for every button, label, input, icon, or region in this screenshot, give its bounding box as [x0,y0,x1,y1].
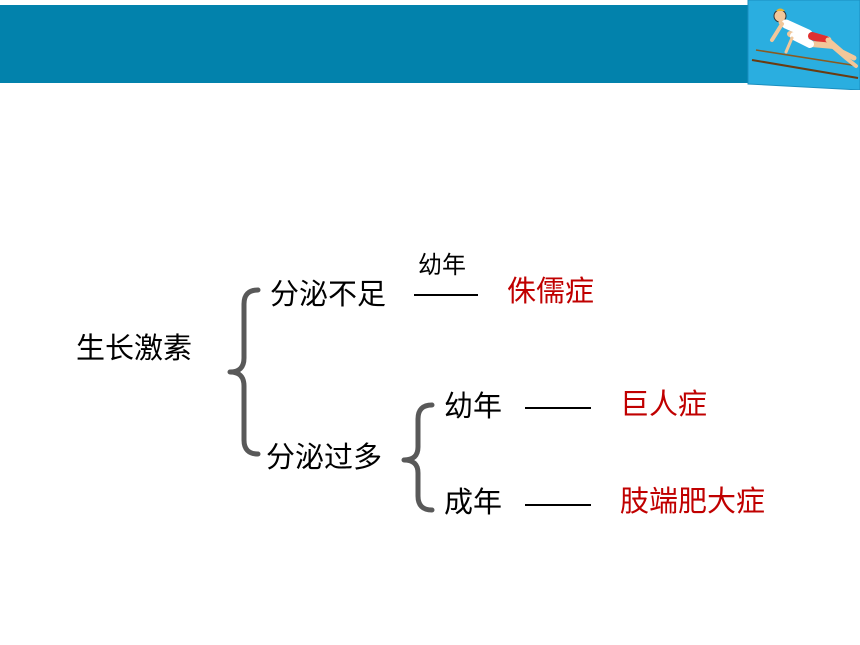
disease-gigantism: 巨人症 [620,387,708,421]
header-bar [0,5,860,83]
branch-deficient-label: 分泌不足 [270,277,387,311]
connector-dash [414,294,478,296]
connector-dash [525,504,591,506]
branch-excess-label: 分泌过多 [266,440,383,474]
disease-acromegaly: 肢端肥大症 [620,484,766,518]
excess-child-age-1: 幼年 [444,389,503,423]
connector-dash [525,407,591,409]
disease-dwarfism: 侏儒症 [507,274,595,308]
sub-brace [401,402,435,513]
excess-child-age-2: 成年 [444,485,503,519]
branch-deficient-age: 幼年 [418,251,466,279]
root-label: 生长激素 [76,331,193,365]
main-brace [227,287,261,457]
runners-icon [742,0,860,90]
